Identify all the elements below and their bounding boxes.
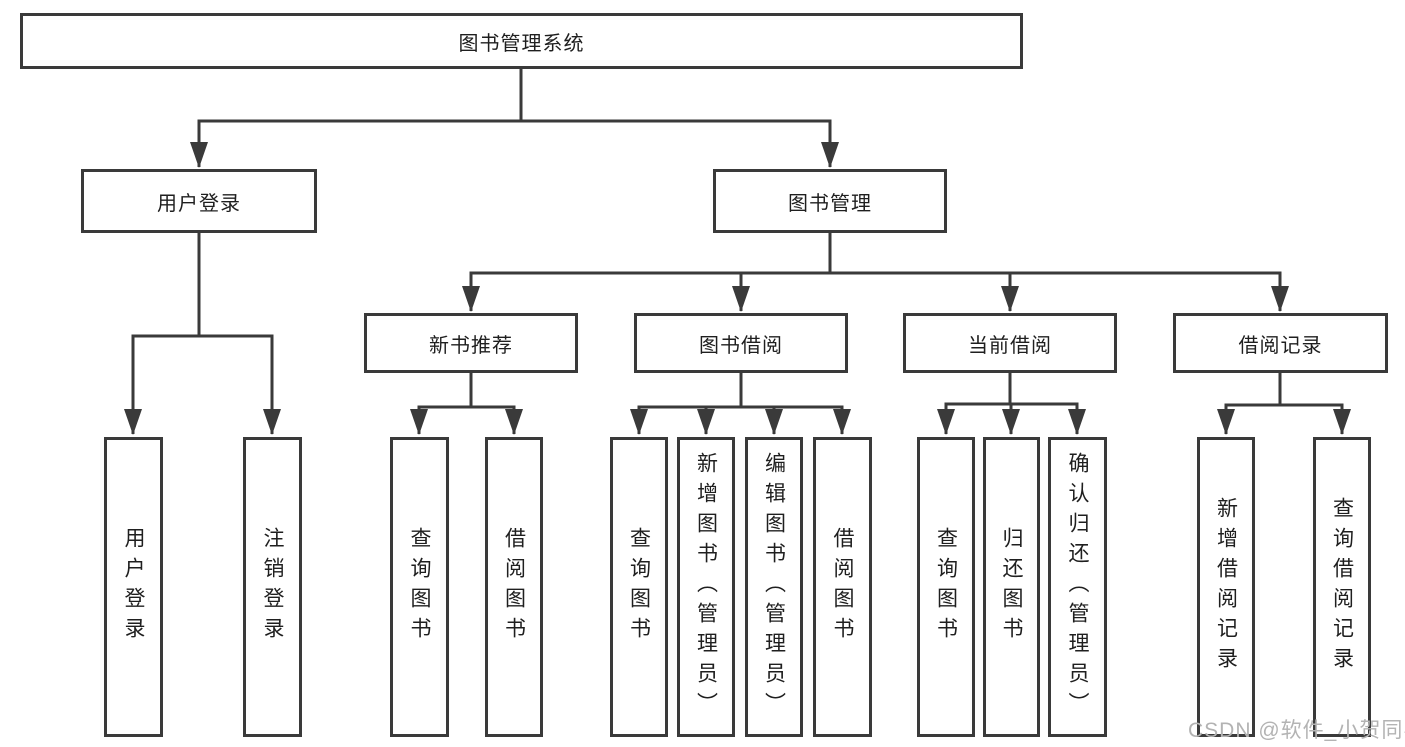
node-book-management: 图书管理	[713, 169, 947, 233]
node-new-book-recommend: 新书推荐	[364, 313, 578, 373]
leaf-label: 编辑图书（管理员）	[762, 452, 786, 722]
leaf-borrow-books: 借阅图书	[813, 437, 872, 737]
leaf-return-books: 归还图书	[983, 437, 1040, 737]
leaf-label: 查询图书	[627, 527, 651, 647]
leaf-label: 用户登录	[122, 527, 145, 647]
leaf-label: 新增图书（管理员）	[694, 452, 718, 722]
leaf-edit-book-admin: 编辑图书（管理员）	[745, 437, 803, 737]
leaf-label: 确认归还（管理员）	[1066, 452, 1089, 722]
node-borrowing-records: 借阅记录	[1173, 313, 1388, 373]
leaf-label: 查询图书	[934, 527, 958, 647]
node-user-login: 用户登录	[81, 169, 317, 233]
leaf-borrow-books-recommend: 借阅图书	[485, 437, 543, 737]
leaf-label: 归还图书	[1000, 527, 1023, 647]
leaf-logout: 注销登录	[243, 437, 302, 737]
node-root-library-system: 图书管理系统	[20, 13, 1023, 69]
leaf-add-book-admin: 新增图书（管理员）	[677, 437, 735, 737]
leaf-label: 新增借阅记录	[1214, 497, 1238, 677]
node-current-borrowing: 当前借阅	[903, 313, 1117, 373]
leaf-query-borrow-record: 查询借阅记录	[1313, 437, 1371, 737]
leaf-query-books-recommend: 查询图书	[390, 437, 449, 737]
leaf-add-borrow-record: 新增借阅记录	[1197, 437, 1255, 737]
leaf-label: 注销登录	[261, 527, 284, 647]
leaf-label: 借阅图书	[502, 527, 526, 647]
leaf-user-login: 用户登录	[104, 437, 163, 737]
csdn-watermark: CSDN @软件_小贺同学	[1188, 719, 1405, 742]
leaf-query-books-current: 查询图书	[917, 437, 975, 737]
leaf-label: 查询借阅记录	[1330, 497, 1354, 677]
node-book-borrowing: 图书借阅	[634, 313, 848, 373]
leaf-label: 查询图书	[408, 527, 431, 647]
leaf-label: 借阅图书	[831, 527, 854, 647]
leaf-query-books-borrow: 查询图书	[610, 437, 668, 737]
leaf-confirm-return-admin: 确认归还（管理员）	[1048, 437, 1107, 737]
